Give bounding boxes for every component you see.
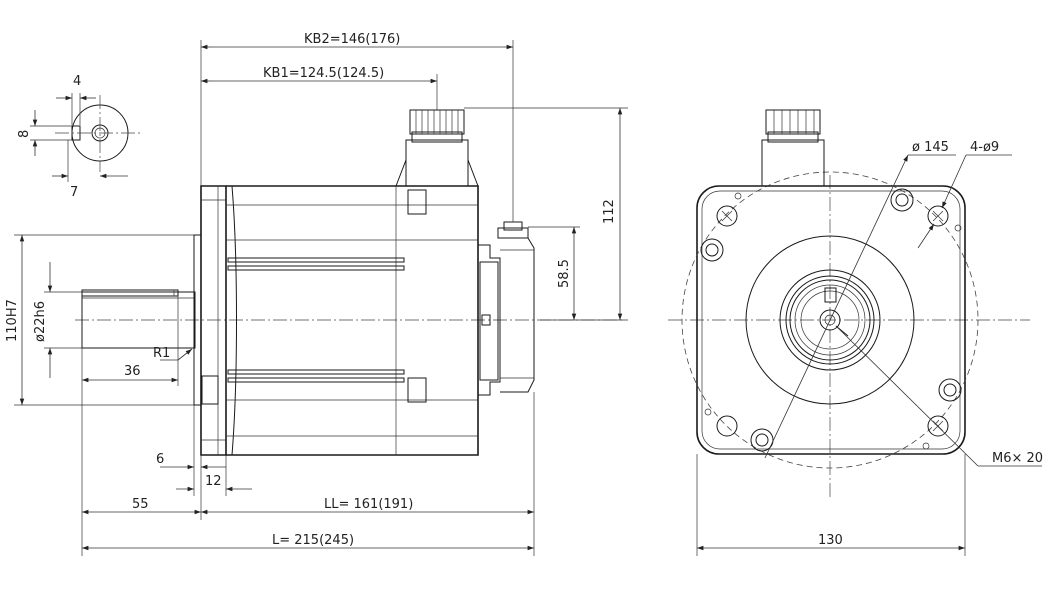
- dim-tapped-hole: M6× 20: [992, 451, 1043, 466]
- dim-key-height: 8: [17, 130, 32, 138]
- dim-key-depth: 7: [70, 185, 78, 200]
- dim-shaft-extension: 55: [132, 497, 149, 512]
- motor-side-view: [75, 109, 625, 456]
- shaft-end-view: [30, 93, 140, 182]
- motor-front-view: [668, 109, 1030, 500]
- dim-112: 112: [602, 199, 617, 224]
- dim-l: L= 215(245): [272, 533, 354, 548]
- dim-shaft-length: 36: [124, 364, 141, 379]
- dim-kb1: KB1=124.5(124.5): [263, 66, 384, 81]
- dim-flange-square: 130: [818, 533, 843, 548]
- dim-pitch-circle: ø 145: [912, 140, 949, 155]
- dim-fillet: R1: [153, 346, 170, 361]
- dim-spigot-length: 12: [205, 474, 222, 489]
- dim-flange-thickness: 6: [156, 452, 164, 467]
- dim-kb2: KB2=146(176): [304, 32, 400, 47]
- front-view-dimensions: [696, 154, 1042, 556]
- dim-mount-holes: 4-ø9: [970, 140, 999, 155]
- dim-key-width: 4: [73, 74, 81, 89]
- dim-shaft-dia: ø22h6: [33, 301, 48, 342]
- dim-ll: LL= 161(191): [324, 497, 413, 512]
- dim-110h7: 110H7: [5, 299, 20, 342]
- dim-58-5: 58.5: [557, 259, 572, 288]
- side-view-dimensions: [14, 40, 628, 556]
